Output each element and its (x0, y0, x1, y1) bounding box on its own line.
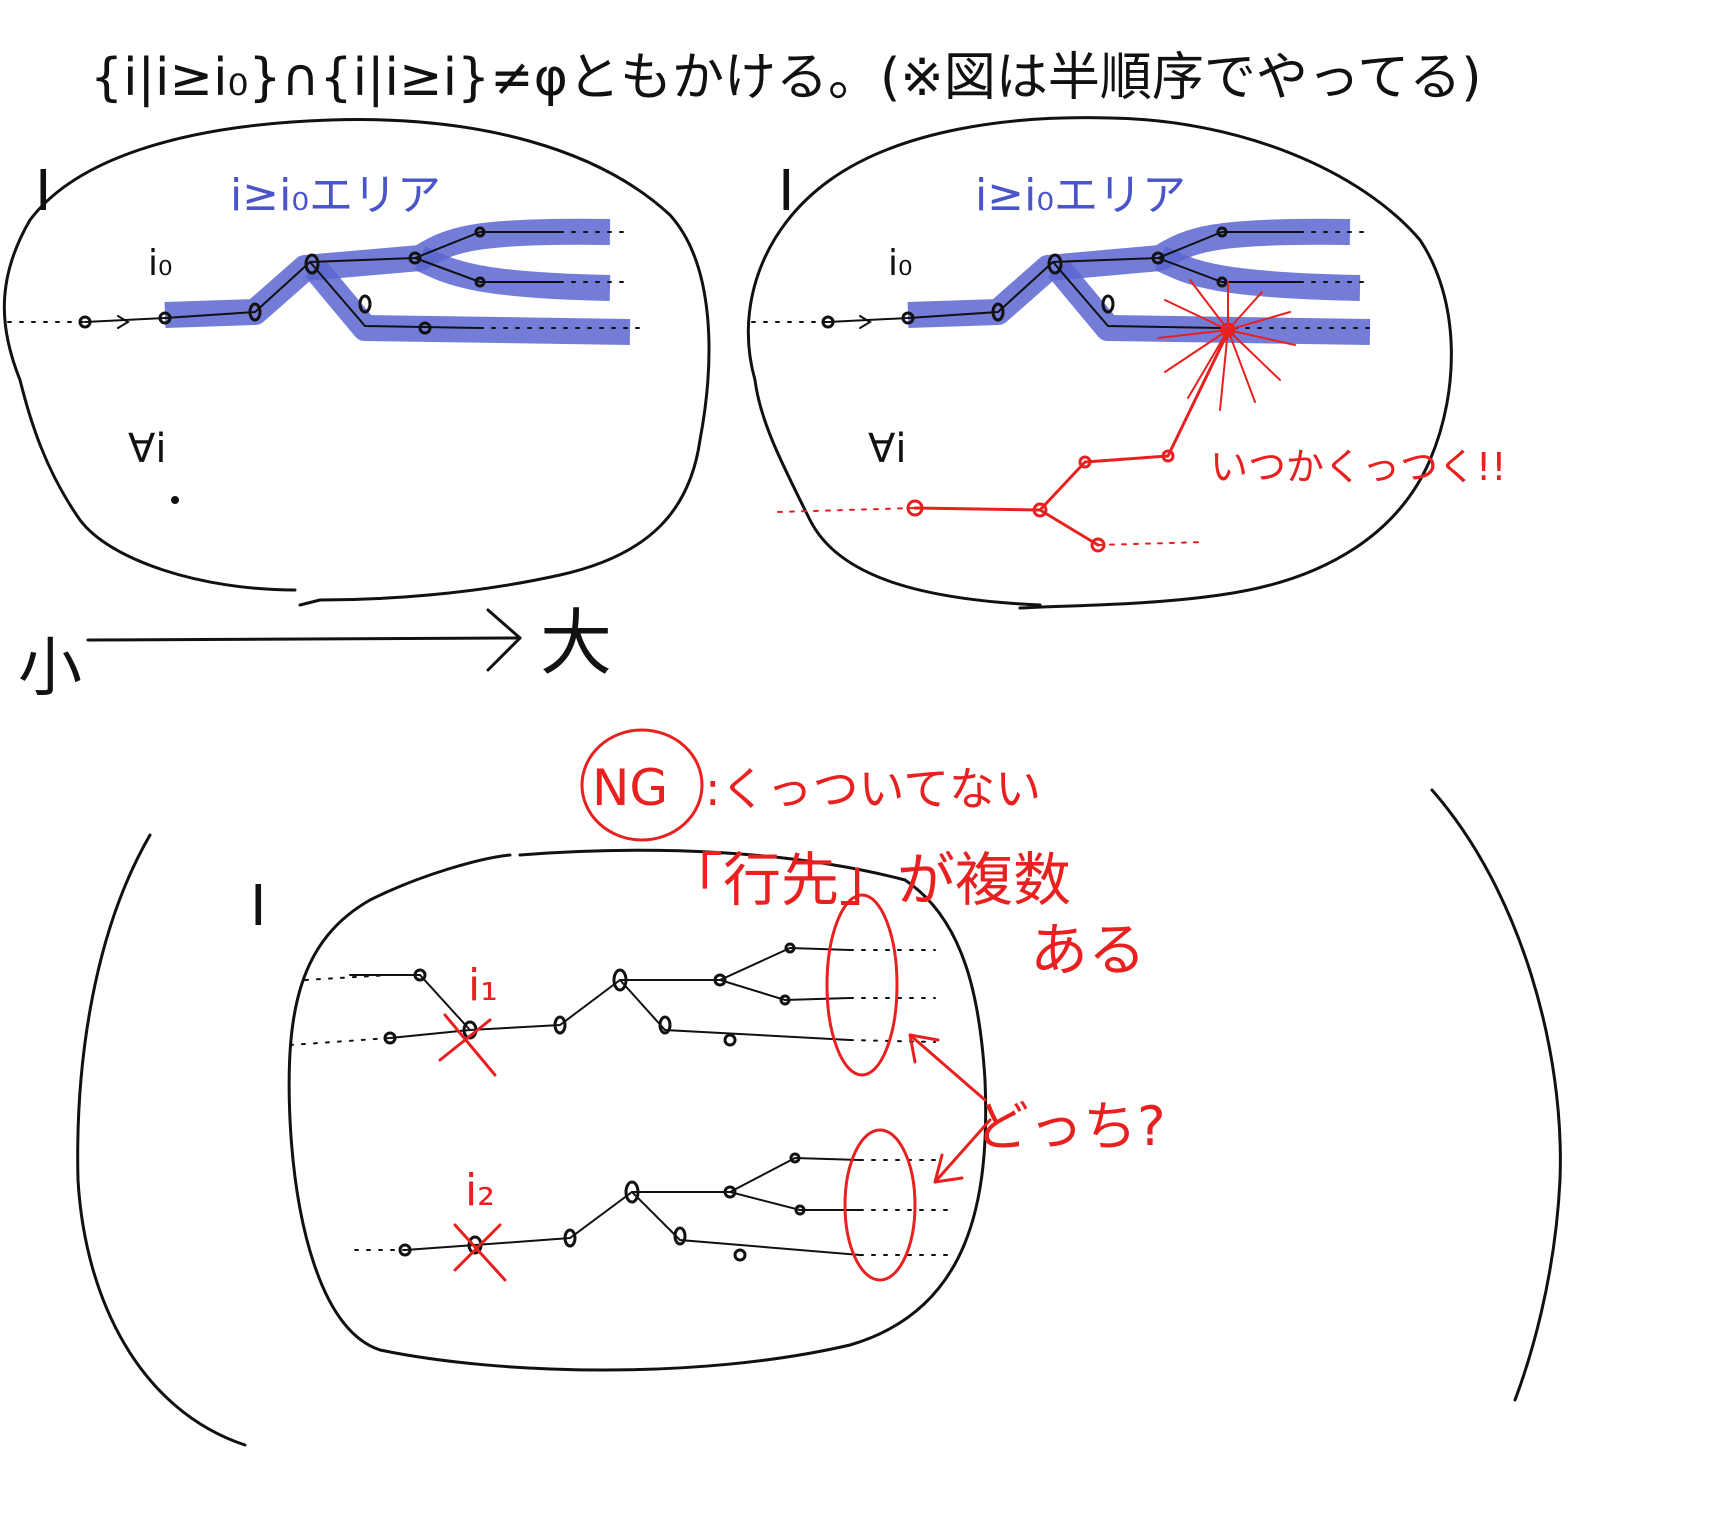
lower-a-branch-2 (619, 979, 851, 1041)
node-bot-k (794, 1204, 806, 1216)
node-top-b (383, 1031, 397, 1045)
node-bot-d (624, 1180, 640, 1204)
node-left-e (418, 321, 432, 335)
node-bot-g (733, 1248, 747, 1262)
area-right-label: i≥i₀エリア (975, 170, 1186, 221)
path-left-branch-a (414, 257, 561, 283)
ng-label: NG (592, 759, 668, 817)
forall-right-label: ∀i (868, 426, 906, 472)
node-left-f (474, 226, 486, 238)
node-left-c (358, 294, 372, 314)
question-text: どっち? (975, 1095, 1166, 1158)
node-top-k (779, 994, 791, 1006)
red-burst (1157, 279, 1296, 411)
panel-bottom: I NG :くっついてない 「行先」が複数 ある i₁ (76, 728, 1562, 1447)
red-node-b (1078, 455, 1092, 469)
red-node-a (1032, 502, 1048, 518)
bracket-left (76, 833, 247, 1447)
bracket-right (1430, 788, 1562, 1402)
node-left-b (304, 253, 320, 275)
node2-label: i₂ (465, 1165, 495, 1216)
arrow-to-label: 大 (540, 601, 612, 685)
path-right-branch-a (1157, 257, 1301, 283)
red-branch (1038, 508, 1100, 547)
lower-c-branch-1 (729, 1191, 861, 1211)
dest-oval-bottom (843, 1128, 917, 1282)
arrow-head (486, 608, 522, 672)
area-left-label: i≥i₀エリア (230, 170, 441, 221)
panel-right: I i≥i₀エリア i₀ ∀i (746, 116, 1506, 610)
set-left-outline (2, 118, 711, 607)
node-left-i0 (158, 311, 172, 325)
lower-a-dots-out-3 (849, 1039, 936, 1043)
set-right-outline (746, 116, 1453, 610)
ng-circle (580, 728, 704, 842)
arrow-from-label: 小 (18, 632, 82, 706)
red-note: いつかくっつく!! (1210, 445, 1506, 489)
node-top-e (658, 1015, 672, 1035)
forall-left-dot (171, 496, 179, 504)
node-right-a (991, 302, 1005, 322)
node-top-d (612, 968, 628, 992)
cross-i1 (438, 1013, 497, 1077)
ng-text: :くっついてない (705, 762, 1041, 816)
red-node-c (1161, 449, 1175, 463)
node-left-a (248, 302, 262, 322)
lower-a-line (349, 946, 851, 1032)
node-right-g (1216, 276, 1228, 288)
node-right-c (1101, 294, 1115, 314)
arrow-line (86, 636, 522, 642)
red-path (913, 330, 1230, 512)
dest-oval-top (825, 893, 899, 1077)
set-bottom-label: I (250, 874, 267, 939)
question-arrow-2 (933, 1118, 992, 1184)
arrow-right-head (859, 315, 872, 329)
red-dots-in (777, 507, 916, 513)
node-top-h (784, 942, 796, 954)
red-node-start (906, 499, 924, 517)
red-node-d (1090, 537, 1106, 553)
area-left-band-2 (414, 246, 611, 301)
arrow-left-head (117, 315, 130, 329)
lower-a-dots-in (304, 974, 391, 981)
order-arrow: 小 大 (18, 601, 612, 706)
node-right-label: i₀ (888, 243, 912, 284)
cross-i2 (453, 1223, 507, 1282)
node-top-a (413, 968, 427, 982)
node-bot-h (789, 1152, 801, 1164)
node-top-c (553, 1015, 567, 1035)
path-left-branch-b (309, 261, 481, 329)
lower-c-branch-2 (631, 1191, 861, 1256)
header-text: {i|i≥i₀}∩{i|i≥i}≠φともかける。(※図は半順序でやってる) (90, 48, 1482, 108)
node-top-f (713, 973, 727, 987)
node-right-b (1047, 253, 1063, 275)
forall-left-label: ∀i (128, 426, 166, 472)
node-left-g (474, 276, 486, 288)
node-bot-e (673, 1226, 687, 1246)
node-left-start (78, 315, 92, 329)
node-right-start (821, 315, 835, 329)
set-left-label: I (35, 159, 52, 224)
node1-label: i₁ (468, 960, 498, 1011)
node-right-f (1216, 226, 1228, 238)
node-bot-f (723, 1185, 737, 1199)
set-right-label: I (778, 159, 795, 224)
node-top-g (723, 1033, 737, 1047)
red-dots-out (1097, 541, 1206, 546)
node-bot-a (398, 1243, 412, 1257)
node-right-i0 (901, 311, 915, 325)
set-bottom-outline (287, 848, 988, 1372)
area-right-band-2 (1154, 246, 1361, 301)
node-left-label: i₀ (148, 243, 172, 284)
ng-text-3: ある (1030, 916, 1146, 984)
path-right-branch-b (1052, 261, 1223, 329)
node-left-d (408, 251, 422, 265)
ng-text-2: 「行先」が複数 (665, 846, 1071, 914)
node-bot-c (563, 1228, 577, 1248)
panel-left: I i≥i₀エリア i₀ ∀i (2, 118, 711, 607)
question-arrow-1 (908, 1033, 987, 1102)
node-right-d (1151, 251, 1165, 265)
lower-b-dots-in (289, 1037, 391, 1046)
